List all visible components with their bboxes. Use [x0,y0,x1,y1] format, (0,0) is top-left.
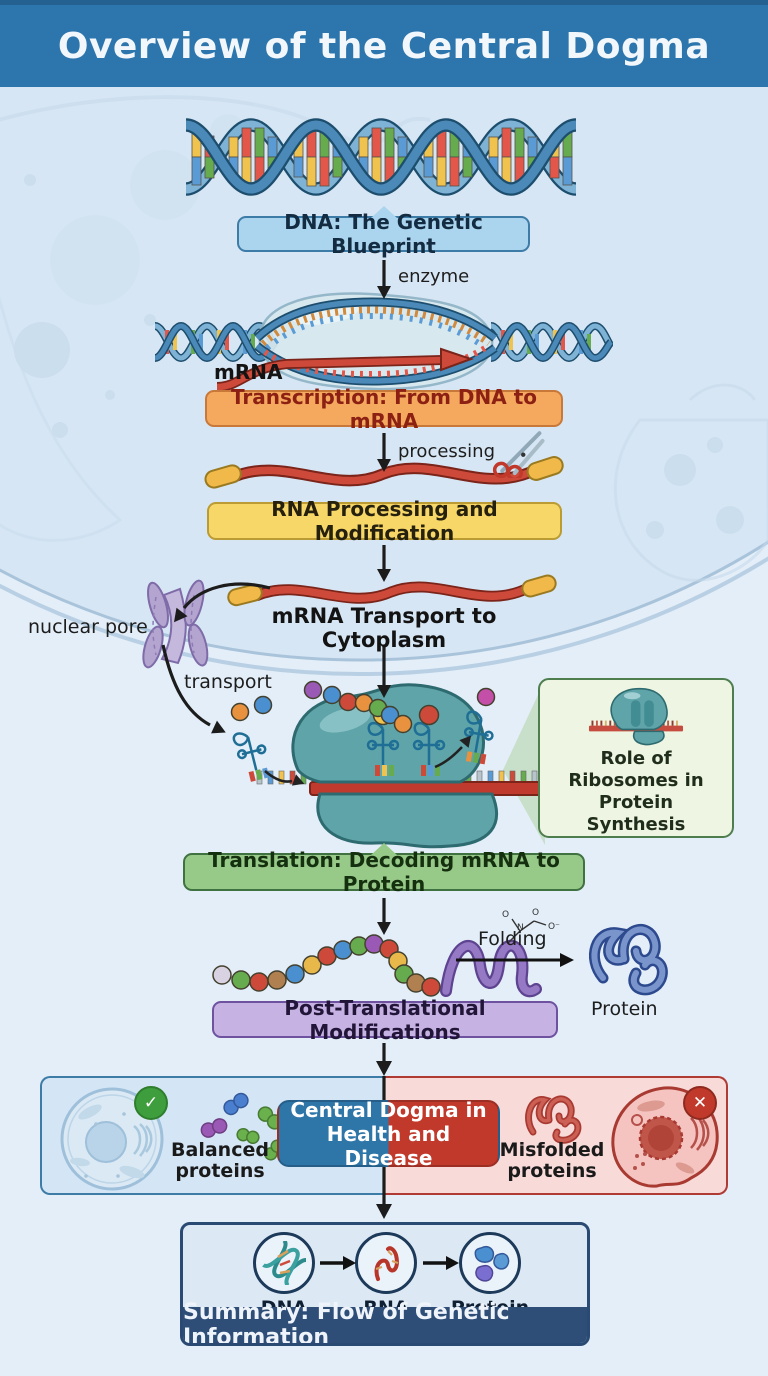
summary-box: DNA RNA Protein Summary: Flow of Genetic… [180,1222,590,1346]
protein-summary-circle [459,1232,521,1294]
ribosome-callout-label: Role of Ribosomes in Protein Synthesis [568,748,704,835]
healthy-cell-icon [60,1087,164,1191]
transcription-label: Transcription: From DNA to mRNA [230,384,538,433]
svg-text:O⁻: O⁻ [548,922,560,932]
folded-protein [588,924,668,996]
outgoing-trna-icon [434,687,496,769]
rna-mini-icon [374,1246,399,1281]
svg-text:N: N [517,923,524,933]
protein-label: Protein [591,998,658,1020]
transport-title: mRNA Transport to Cytoplasm [271,604,497,652]
amino-acid-chain [212,934,441,997]
unfolded-protein [440,939,542,998]
enzyme-label: enzyme [398,266,470,287]
health-disease-label-box: Central Dogma in Health and Disease [277,1097,500,1170]
rna-summary-circle [355,1232,417,1294]
x-icon: ✕ [683,1086,717,1120]
incoming-trna-icon [230,695,305,786]
magnifier-wedge [503,680,545,845]
ribosome-zoom-illustration [588,687,684,746]
trna-icon [412,721,446,776]
pre-mrna-strand-illustration [204,456,564,489]
check-icon: ✓ [134,1086,168,1120]
rna-processing-label: RNA Processing and Modification [271,497,498,545]
nascent-mrna-arrow [216,347,475,392]
trna-icon [366,721,400,776]
processing-label: processing [398,441,496,462]
ribosome-callout-box: Role of Ribosomes in Protein Synthesis [538,678,734,838]
misfolded-protein-icon [525,1095,582,1144]
ptm-label-box: Post-Translational Modifications [212,996,558,1044]
dna-summary-circle [253,1232,315,1294]
balanced-proteins-icon [200,1092,284,1161]
translation-label: Translation: Decoding mRNA to Protein [208,848,560,896]
ptm-label: Post-Translational Modifications [284,995,486,1044]
health-disease-label: Central Dogma in Health and Disease [290,1097,487,1170]
dna-mini-icon [262,1241,306,1285]
dna-helix-illustration [186,118,578,196]
ptm-illustration: O N O O⁻ [212,908,668,998]
svg-text:O: O [502,910,509,920]
title-bar: Overview of the Central Dogma [0,0,768,87]
folding-label: Folding [478,928,547,950]
misfolded-proteins-label: Misfolded proteins [499,1139,605,1182]
mrna-label: mRNA [214,360,283,384]
protein-mini-icon [474,1245,510,1282]
svg-text:O: O [532,908,539,918]
polypeptide-chain [303,680,413,734]
dna-label: DNA: The Genetic Blueprint [284,210,483,258]
health-panel: ✓ Balanced proteins [40,1076,385,1195]
nuclear-pore-label: nuclear pore [28,616,148,638]
summary-flow-arrows [320,1256,459,1270]
scissors-icon [492,431,545,478]
balanced-proteins-label: Balanced proteins [171,1139,269,1182]
transport-label: transport [184,671,272,693]
translation-illustration [230,680,651,849]
chemical-modification-group: O N O O⁻ [502,908,560,944]
transcription-label-box: Transcription: From DNA to mRNA [205,385,563,433]
rna-processing-label-box: RNA Processing and Modification [207,497,562,545]
summary-title-bar: Summary: Flow of Genetic Information [183,1300,587,1343]
transcription-illustration [155,292,613,392]
dna-label-box: DNA: The Genetic Blueprint [237,206,530,258]
summary-title: Summary: Flow of Genetic Information [183,1300,510,1346]
page-title: Overview of the Central Dogma [57,25,711,67]
translation-label-box: Translation: Decoding mRNA to Protein [183,843,585,896]
